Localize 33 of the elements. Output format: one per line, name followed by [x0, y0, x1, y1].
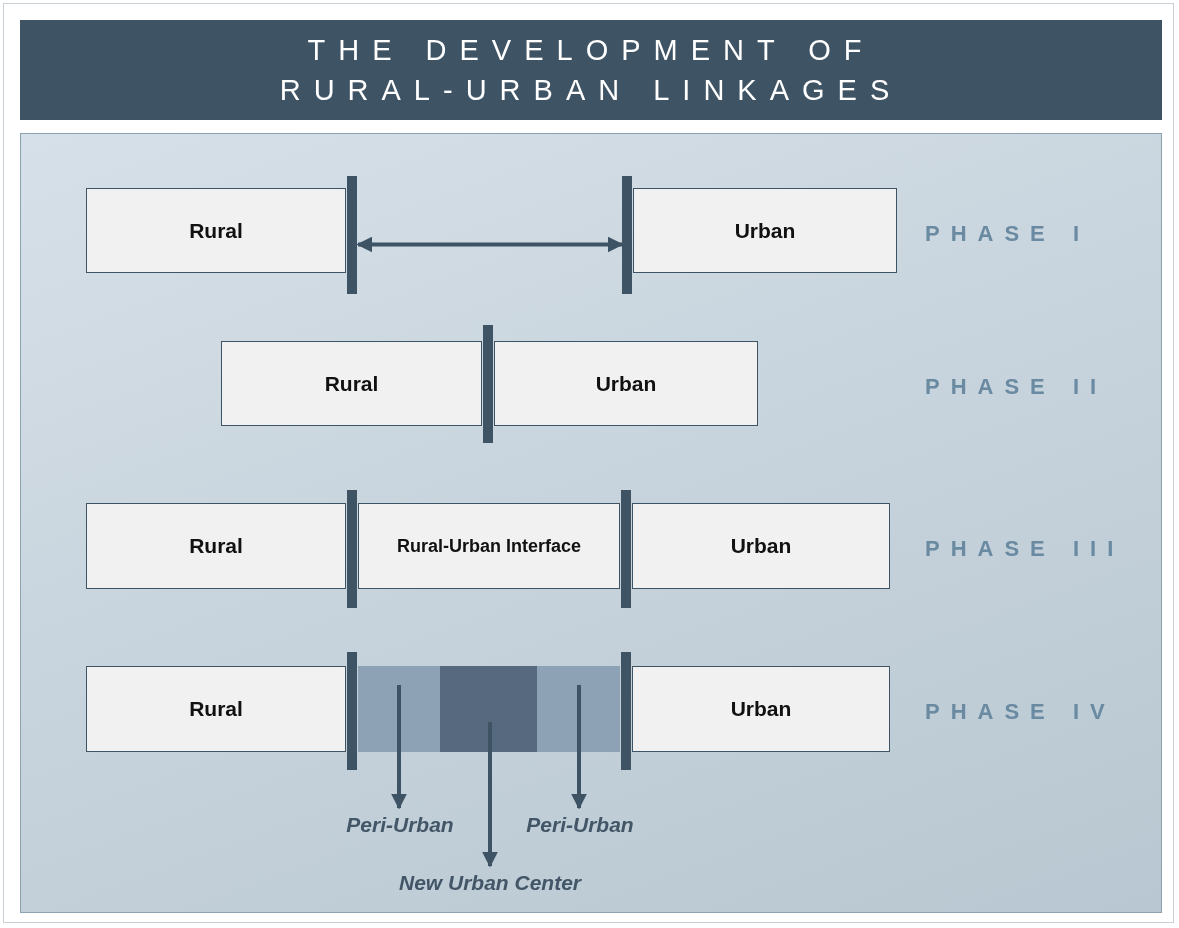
zone-box	[86, 666, 346, 752]
zone-box	[632, 503, 890, 589]
zone-box	[221, 341, 482, 426]
zone-label: Rural	[189, 534, 243, 558]
zone-block	[358, 666, 440, 752]
arrow	[391, 685, 407, 810]
callout-text: Peri-Urban	[526, 813, 634, 837]
phase-label: PHASE III	[925, 536, 1125, 562]
zone-label: Urban	[730, 697, 792, 721]
callout-text: New Urban Center	[398, 871, 581, 895]
phase-label: PHASE I	[925, 221, 1091, 247]
zone-label: Rural	[189, 697, 243, 721]
zone-block	[537, 666, 620, 752]
zone-label: Rural	[189, 218, 243, 243]
arrow	[571, 685, 587, 810]
zone-label: Urban	[730, 534, 792, 558]
zone-box	[86, 503, 346, 589]
zone-label: Urban	[734, 218, 796, 243]
zone-box	[358, 503, 620, 589]
phase-label: PHASE II	[925, 374, 1108, 400]
zone-label: Rural-Urban Interface	[396, 535, 581, 558]
arrow	[356, 236, 624, 253]
title-banner: THE DEVELOPMENT OF RURAL-URBAN LINKAGES	[20, 20, 1162, 120]
zone-box	[632, 666, 890, 752]
zone-block	[440, 666, 537, 752]
zone-label: Rural	[324, 371, 379, 396]
zone-box	[633, 188, 897, 273]
zone-label: Urban	[595, 371, 657, 396]
zone-box	[494, 341, 758, 426]
phase-label: PHASE IV	[925, 699, 1116, 725]
arrow	[482, 722, 498, 868]
zone-box	[86, 188, 346, 273]
callout-text: Peri-Urban	[346, 813, 454, 837]
